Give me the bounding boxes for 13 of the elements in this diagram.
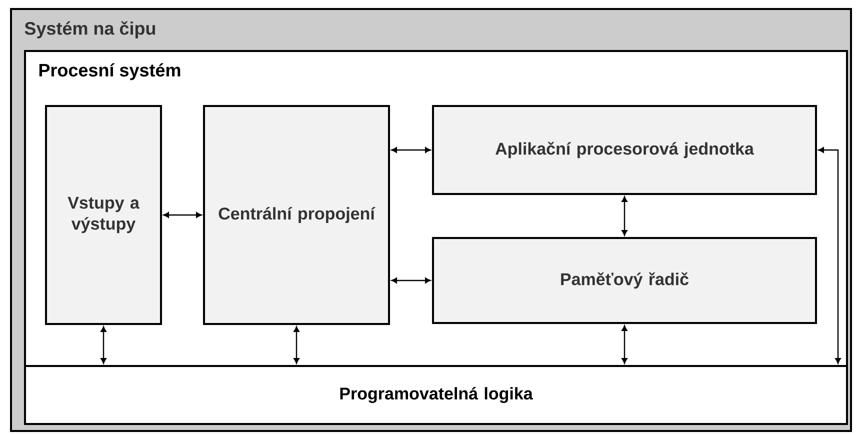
block-box: Aplikační procesorová jednotka	[432, 105, 817, 195]
double-arrow	[163, 212, 202, 218]
block-box: Centrální propojení	[203, 105, 390, 325]
double-arrow	[391, 147, 431, 153]
block-box: Vstupy a výstupy	[45, 105, 162, 325]
double-arrow	[294, 326, 300, 364]
double-arrow	[100, 326, 106, 364]
block-box: Paměťový řadič	[432, 237, 817, 324]
double-arrow	[622, 325, 628, 364]
logic-band: Programovatelná logika	[24, 365, 848, 425]
double-arrow	[622, 196, 628, 236]
double-arrow	[818, 147, 841, 364]
double-arrow	[391, 278, 431, 284]
